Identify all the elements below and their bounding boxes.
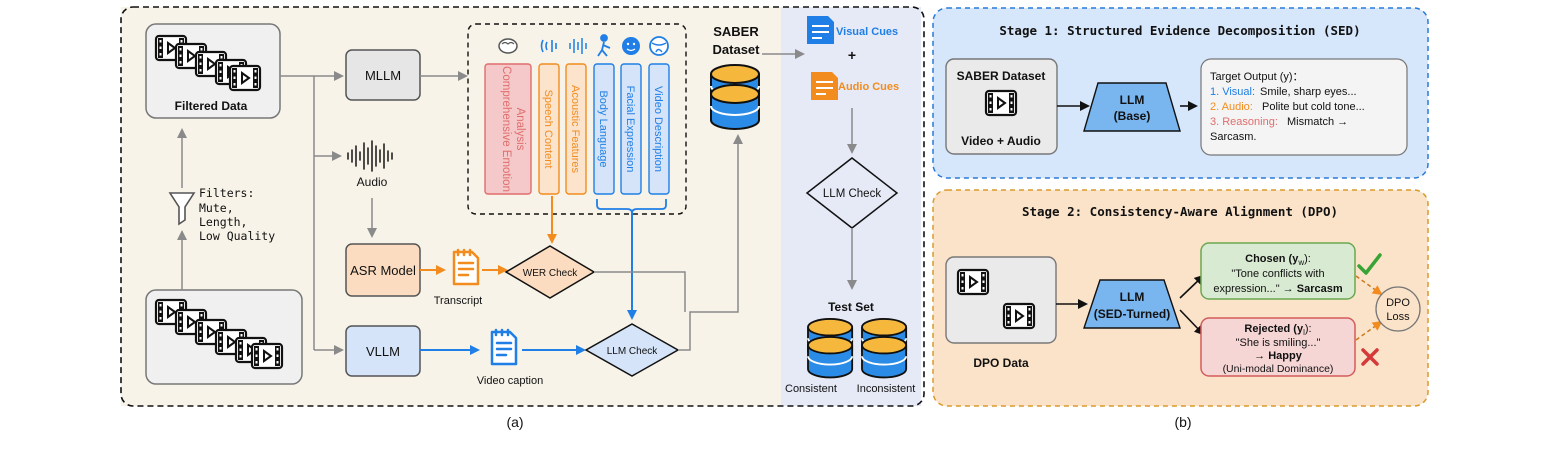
panel-a: Filtered Data Filters: Mute, Length, Low…: [120, 6, 925, 430]
chosen-title: Chosen (yw):: [1245, 253, 1311, 267]
column-body: [593, 63, 615, 195]
face-icon: [622, 37, 640, 55]
stage2-llm-label: LLM: [1120, 290, 1145, 304]
plus-sign: +: [848, 47, 856, 63]
stage1-reason-key: 3. Reasoning:: [1210, 116, 1278, 128]
llm-check-diamond: [584, 323, 680, 377]
stage1-llm-trapezoid: [1083, 82, 1181, 132]
rejected-line-3: (Uni-modal Dominance): [1223, 363, 1334, 375]
visual-cues-icon: [807, 16, 834, 44]
database-icon: [710, 64, 760, 130]
filtered-data-label: Filtered Data: [175, 99, 248, 113]
mllm-box: [345, 49, 421, 101]
wer-check-diamond: [504, 245, 596, 299]
panel-a-border: [120, 6, 925, 407]
stage2-llm-sub: (SED-Turned): [1094, 307, 1170, 321]
stage1-llm-sub: (Base): [1114, 109, 1151, 123]
mllm-label: MLLM: [365, 68, 401, 83]
check-icon: [1357, 253, 1382, 275]
column-video: [648, 63, 670, 195]
rejected-title: Rejected (yl):: [1244, 323, 1311, 337]
wer-check-label: WER Check: [523, 268, 578, 279]
stage1-input-title: SABER Dataset: [957, 69, 1046, 83]
stage1-reason-val-2: Sarcasm.: [1210, 131, 1256, 143]
funnel-icon: [168, 192, 196, 226]
column-body-label: Body Language: [597, 90, 609, 167]
column-acoustic: [565, 63, 587, 195]
database-icon: [807, 318, 854, 379]
stage2-title: Stage 2: Consistency-Aware Alignment (DP…: [1022, 204, 1338, 219]
globe-icon: [649, 36, 669, 56]
stage1-visual-key: 1. Visual:: [1210, 86, 1255, 98]
caption-b: (b): [1174, 414, 1191, 430]
test-set-label: Test Set: [828, 300, 874, 314]
chosen-line-1: "Tone conflicts with: [1231, 268, 1324, 280]
consistent-label: Consistent: [785, 383, 837, 395]
person-icon: [597, 34, 611, 57]
column-facial: [620, 63, 642, 195]
final-check-label: LLM Check: [823, 188, 881, 200]
database-icon: [861, 318, 908, 379]
stage1-reason-val: Mismatch →: [1287, 116, 1348, 128]
inconsistent-label: Inconsistent: [857, 383, 916, 395]
transcript-label: Transcript: [434, 295, 483, 307]
stage1-output-box: [1200, 58, 1408, 156]
vllm-label: VLLM: [366, 344, 400, 359]
document-icon: [490, 328, 518, 366]
column-video-label: Video Description: [652, 86, 664, 172]
llm-check-label: LLM Check: [607, 346, 659, 357]
column-emotion-label-2: Analysis: [514, 108, 526, 151]
caption-a: (a): [506, 414, 523, 430]
waveform-icon: [347, 140, 393, 172]
dpo-loss-circle: [1375, 286, 1421, 332]
audio-cues-icon: [811, 72, 838, 100]
dpo-loss-label-2: Loss: [1386, 311, 1410, 323]
column-emotion: [484, 63, 532, 195]
filter-low-quality: Low Quality: [199, 229, 275, 243]
stage1-output-title: Target Output (y)：: [1210, 71, 1304, 83]
column-emotion-label: Comprehensive Emotion: [500, 66, 512, 192]
brain-icon: [498, 38, 518, 54]
audio-cues-label: Audio Cues: [838, 81, 899, 93]
analysis-group: [467, 23, 687, 215]
filtered-data-box: Filtered Data: [145, 23, 281, 119]
rejected-box: [1200, 317, 1356, 377]
chosen-box: [1200, 242, 1356, 300]
document-icon: [452, 248, 480, 286]
raw-data-box: [145, 289, 303, 385]
stage1-audio-key: 2. Audio:: [1210, 101, 1253, 113]
visual-cues-label: Visual Cues: [836, 26, 898, 38]
column-acoustic-label: Acoustic Features: [569, 85, 581, 174]
cross-icon: [1361, 348, 1379, 366]
stage1-title: Stage 1: Structured Evidence Decompositi…: [999, 23, 1360, 38]
audio-label: Audio: [357, 175, 388, 189]
filter-length: Length,: [199, 215, 247, 229]
stage2-input-label: DPO Data: [973, 356, 1029, 370]
speech-icon: [540, 39, 557, 53]
dataset-label-1: SABER: [713, 24, 759, 39]
panel-b: Stage 1: Structured Evidence Decompositi…: [932, 7, 1429, 430]
film-strip-icon: [984, 89, 1018, 117]
dpo-loss-label-1: DPO: [1386, 297, 1410, 309]
stage1-visual-val: Smile, sharp eyes...: [1260, 86, 1357, 98]
column-speech-label: Speech Content: [542, 90, 554, 169]
stage2-llm-trapezoid: [1083, 279, 1181, 329]
dataset-label-2: Dataset: [713, 42, 761, 57]
filter-mute: Mute,: [199, 201, 234, 215]
column-facial-label: Facial Expression: [624, 86, 636, 173]
column-speech: [538, 63, 560, 195]
chosen-line-2: expression..." → Sarcasm: [1213, 283, 1342, 295]
video-caption-label: Video caption: [477, 375, 543, 387]
stage1-audio-val: Polite but cold tone...: [1262, 101, 1365, 113]
filters-title: Filters:: [199, 186, 254, 200]
rejected-line-1: "She is smiling...": [1236, 337, 1321, 349]
waveform-icon: [569, 38, 587, 54]
rejected-line-2: → Happy: [1254, 350, 1303, 362]
stage1-llm-label: LLM: [1120, 93, 1145, 107]
stage1-input-sub: Video + Audio: [961, 134, 1041, 148]
asr-model-label: ASR Model: [350, 263, 416, 278]
